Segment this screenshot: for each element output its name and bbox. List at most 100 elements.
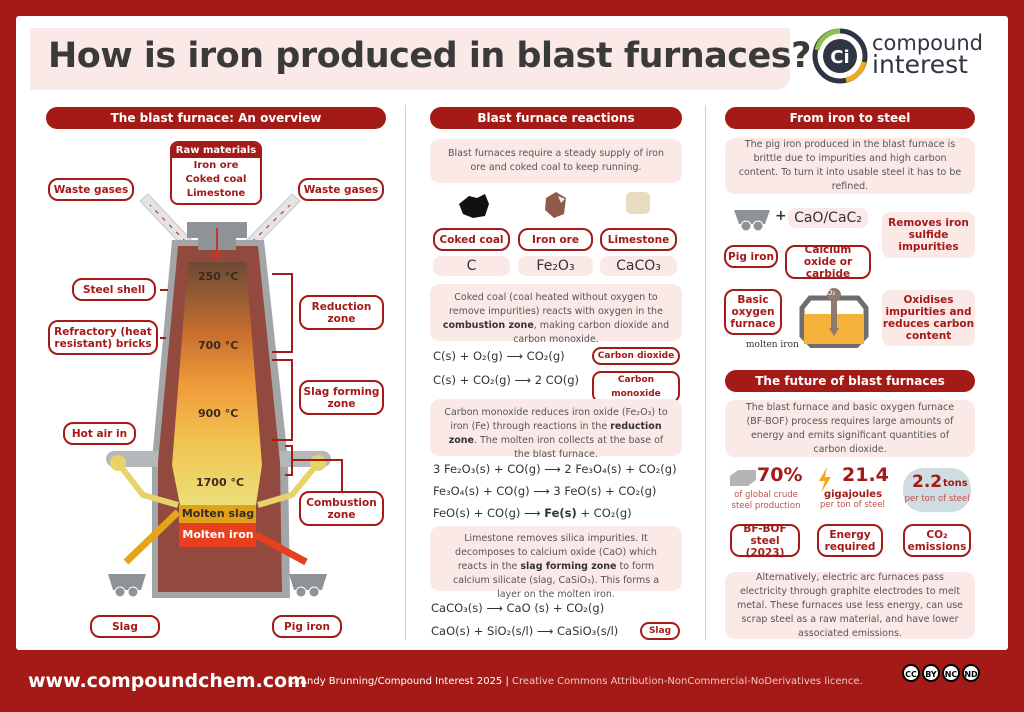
- cc-by-icon: BY: [922, 664, 940, 682]
- footer-website-link[interactable]: www.compoundchem.com: [28, 670, 307, 692]
- stat-value-energy: 21.4: [842, 464, 889, 486]
- slag-cart-icon: [108, 574, 146, 598]
- reduction-bracket: [272, 273, 293, 353]
- equation-reduction-2: Fe₃O₄(s) + CO(g) ⟶ 3 FeO(s) + CO₂(g): [433, 484, 657, 498]
- steel-intro: The pig iron produced in the blast furna…: [725, 138, 975, 194]
- plus-sign: +: [775, 208, 787, 224]
- cc-licence-badge[interactable]: CC BY NC ND: [902, 664, 980, 682]
- label-refractory-bricks: Refractory (heat resistant) bricks: [48, 320, 158, 355]
- logo-text-line2: interest: [872, 50, 968, 79]
- raw-material-item: Limestone: [186, 188, 246, 199]
- future-header: The future of blast furnaces: [725, 370, 975, 392]
- future-intro: The blast furnace and basic oxygen furna…: [725, 400, 975, 457]
- reactions-intro: Blast furnaces require a steady supply o…: [430, 139, 682, 183]
- label-waste-gases-right: Waste gases: [298, 178, 384, 201]
- stat-value-share: 70%: [757, 464, 803, 486]
- label-pig-iron: Pig iron: [272, 615, 342, 638]
- limestone-icon: [626, 192, 650, 214]
- future-outro: Alternatively, electric arc furnaces pas…: [725, 572, 975, 639]
- equation-carbon-dioxide: C(s) + O₂(g) ⟶ CO₂(g): [433, 349, 565, 363]
- temperature-700: 700 °C: [198, 339, 239, 352]
- tag-carbon-monoxide: Carbon monoxide: [592, 371, 680, 403]
- additive-formula: CaO/CaC₂: [788, 208, 868, 228]
- footer-credit: © Andy Brunning/Compound Interest 2025 |…: [287, 676, 863, 687]
- stat-unit-energy: gigajoules: [823, 489, 883, 500]
- blast-furnace-diagram: [106, 193, 343, 598]
- steel-header: From iron to steel: [725, 107, 975, 129]
- steel-ingot-icon: [730, 470, 756, 486]
- raw-material-item: Coked coal: [185, 174, 247, 185]
- oxygen-lance-label: O₂: [827, 289, 836, 297]
- stat-sub-share: of global crude steel production: [731, 490, 801, 511]
- stat-value-co2: 2.2: [912, 472, 943, 492]
- molten-slag-label: Molten slag: [181, 507, 255, 520]
- tag-slag: Slag: [640, 622, 680, 640]
- material-label-iron-ore: Iron ore: [518, 228, 593, 251]
- molten-slag-layer: [179, 505, 256, 523]
- material-label-coked-coal: Coked coal: [433, 228, 510, 251]
- pig-iron-cart-icon: [734, 210, 770, 232]
- temperature-900: 900 °C: [198, 407, 239, 420]
- column-divider: [405, 105, 406, 640]
- logo: Ci: [812, 28, 868, 88]
- pig-iron-cart-icon: [289, 574, 327, 598]
- molten-iron-label: Molten iron: [182, 528, 254, 541]
- hot-air-inlet-right: [310, 455, 326, 471]
- label-basic-oxygen-furnace: Basic oxygen furnace: [724, 289, 782, 335]
- combustion-bracket: [285, 445, 343, 491]
- title-banner: [30, 28, 790, 90]
- furnace-interior: [172, 262, 262, 505]
- reduction-text: Carbon monoxide reduces iron oxide (Fe₂O…: [430, 399, 682, 460]
- tuyere-pipe-left: [115, 461, 179, 508]
- stat-sub-co2: per ton of steel: [904, 494, 970, 504]
- stat-label-share: BF-BOF steel (2023): [730, 523, 800, 559]
- raw-material-item: Iron ore: [193, 160, 239, 171]
- label-pig-iron-steel: Pig iron: [724, 245, 778, 268]
- basic-oxygen-furnace-icon: [799, 288, 869, 348]
- stat-label-energy: Energy required: [817, 524, 883, 557]
- stat-unit-co2: tons: [943, 478, 968, 489]
- molten-iron-note: molten iron: [746, 340, 799, 350]
- slag-text: Limestone removes silica impurities. It …: [430, 526, 682, 600]
- formula-iron-ore: Fe₂O₃: [518, 256, 593, 276]
- molten-iron-layer: [179, 523, 256, 547]
- material-label-limestone: Limestone: [600, 228, 677, 251]
- removes-impurities-note: Removes iron sulfide impurities: [882, 212, 975, 258]
- label-combustion-zone: Combustion zone: [299, 491, 384, 526]
- raw-materials-box: Raw materials Iron ore Coked coal Limest…: [170, 141, 262, 205]
- column-divider: [705, 105, 706, 640]
- label-slag: Slag: [90, 615, 160, 638]
- logo-text-line1: compound: [872, 31, 983, 55]
- tuyere-pipe-right: [257, 461, 321, 508]
- stat-label-co2: CO₂ emissions: [903, 524, 971, 557]
- equation-reduction-3: FeO(s) + CO(g) ⟶ Fe(s) + CO₂(g): [433, 506, 632, 520]
- label-waste-gases-left: Waste gases: [48, 178, 134, 201]
- label-hot-air-in: Hot air in: [63, 422, 136, 445]
- equation-reduction-1: 3 Fe₂O₃(s) + CO(g) ⟶ 2 Fe₃O₄(s) + CO₂(g): [433, 462, 677, 476]
- lightning-icon: [819, 467, 831, 493]
- equation-carbon-monoxide: C(s) + CO₂(g) ⟶ 2 CO(g): [433, 373, 580, 387]
- hot-air-inlet-left: [110, 455, 126, 471]
- label-reduction-zone: Reduction zone: [299, 295, 384, 330]
- page-title: How is iron produced in blast furnaces?: [48, 36, 811, 76]
- raw-materials-title: Raw materials: [172, 143, 260, 158]
- iron-ore-icon: [545, 192, 566, 218]
- stat-sub-energy: per ton of steel: [820, 500, 885, 510]
- overview-header: The blast furnace: An overview: [46, 107, 386, 129]
- logo-mark-icon: Ci: [812, 28, 868, 84]
- oxidises-note: Oxidises impurities and reduces carbon c…: [882, 290, 975, 346]
- formula-coked-coal: C: [433, 256, 510, 276]
- equation-slag-1: CaCO₃(s) ⟶ CaO (s) + CO₂(g): [431, 601, 605, 615]
- co2-cloud-icon: [903, 468, 971, 512]
- tag-carbon-dioxide: Carbon dioxide: [592, 347, 680, 365]
- label-calcium-oxide: Calcium oxide or carbide: [785, 244, 871, 280]
- coked-coal-icon: [459, 194, 489, 218]
- temperature-250: 250 °C: [198, 270, 239, 283]
- combustion-text: Coked coal (coal heated without oxygen t…: [430, 284, 682, 345]
- label-steel-shell: Steel shell: [72, 278, 156, 301]
- cc-nd-icon: ND: [962, 664, 980, 682]
- equation-slag-2: CaO(s) + SiO₂(s/l) ⟶ CaSiO₃(s/l): [431, 624, 619, 638]
- cc-icon: CC: [902, 664, 920, 682]
- slag-bracket: [272, 359, 293, 441]
- label-slag-forming-zone: Slag forming zone: [299, 380, 384, 415]
